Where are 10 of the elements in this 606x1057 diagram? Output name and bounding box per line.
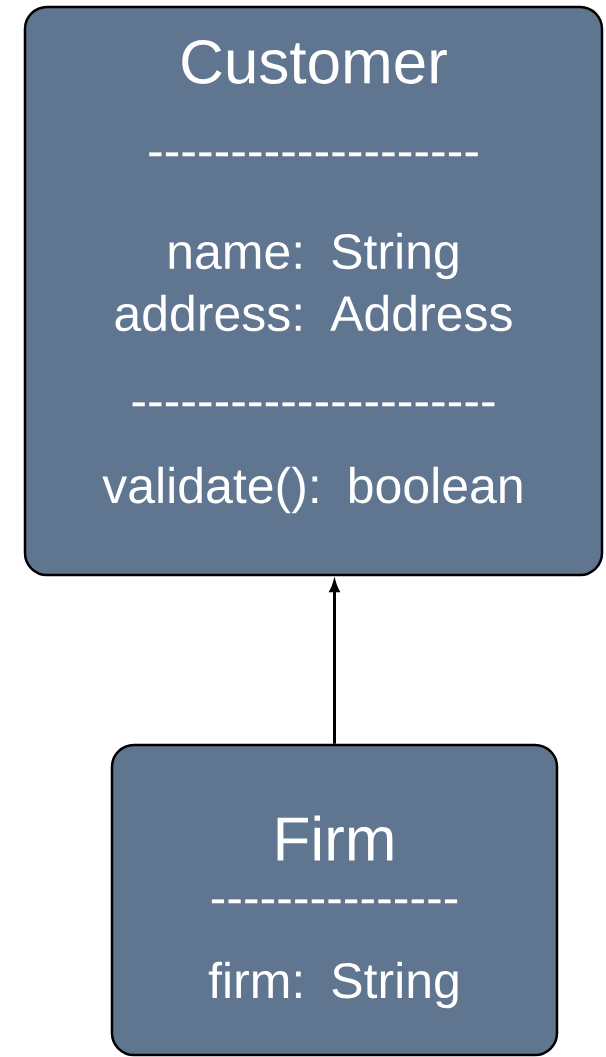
class-name: Customer <box>182 40 447 84</box>
class-box <box>110 743 559 1057</box>
attribute-list: name: String address: Address <box>115 232 512 332</box>
class-name: Firm <box>277 815 393 861</box>
method-text: validate(): boolean <box>102 466 522 514</box>
divider-text: -------------------- <box>149 152 478 157</box>
class-box <box>23 5 604 577</box>
divider-text: --------------- <box>211 899 458 904</box>
divider-text: ---------------------- <box>132 402 495 407</box>
attribute-text: firm: String <box>208 961 458 1009</box>
